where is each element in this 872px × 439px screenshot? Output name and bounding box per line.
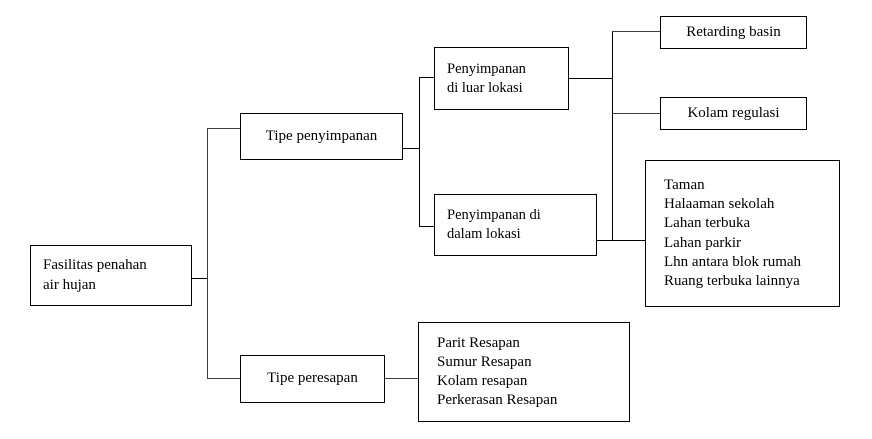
edge-penyimpanan-luar-stub — [569, 78, 613, 79]
penyimpanan-dalam-line-1: Penyimpanan di — [447, 207, 541, 224]
retarding-basin-label: Retarding basin — [686, 23, 781, 40]
tipe-peresapan-label: Tipe peresapan — [267, 370, 358, 387]
edge-trunk-level2 — [419, 77, 420, 226]
resapan-list-item: Sumur Resapan — [437, 353, 532, 370]
retarding-basin-node[interactable]: Retarding basin — [660, 16, 807, 49]
penyimpanan-luar-line-1: Penyimpanan — [447, 60, 526, 77]
root-node-line-1: Fasilitas penahan — [43, 257, 147, 274]
resapan-list-item: Parit Resapan — [437, 334, 520, 351]
taman-list-item: Lahan parkir — [664, 234, 742, 251]
resapan-list-item: Perkerasan Resapan — [437, 392, 558, 409]
edge-to-kolam-regulasi — [612, 113, 661, 114]
kolam-regulasi-label: Kolam regulasi — [687, 104, 780, 121]
taman-list-item: Taman — [664, 176, 705, 193]
penyimpanan-dalam-line-2: dalam lokasi — [447, 226, 521, 242]
resapan-list-node[interactable]: Parit Resapan Sumur Resapan Kolam resapa… — [418, 322, 630, 422]
tipe-penyimpanan-node[interactable]: Tipe penyimpanan — [240, 113, 403, 160]
resapan-list-item: Kolam resapan — [437, 373, 528, 389]
penyimpanan-di-dalam-lokasi-node[interactable]: Penyimpanan di dalam lokasi — [434, 194, 597, 256]
edge-to-penyimpanan-luar — [419, 77, 435, 78]
root-node-line-2: air hujan — [43, 276, 96, 293]
tipe-peresapan-node[interactable]: Tipe peresapan — [240, 355, 385, 403]
taman-list-node[interactable]: Taman Halaaman sekolah Lahan terbuka Lah… — [645, 160, 840, 307]
edge-to-tipe-penyimpanan — [207, 128, 241, 129]
edge-trunk-level1 — [207, 128, 208, 379]
penyimpanan-di-luar-lokasi-node[interactable]: Penyimpanan di luar lokasi — [434, 47, 569, 110]
edge-to-penyimpanan-dalam — [419, 226, 435, 227]
taman-list-item: Lahan terbuka — [664, 215, 751, 232]
taman-list-item: Ruang terbuka lainnya — [664, 272, 800, 289]
edge-to-resapan-list — [385, 378, 419, 379]
root-node[interactable]: Fasilitas penahan air hujan — [30, 245, 192, 306]
taman-list-item: Halaaman sekolah — [664, 196, 775, 213]
taman-list-item: Lhn antara blok rumah — [664, 253, 802, 270]
edge-to-tipe-peresapan — [207, 378, 241, 379]
penyimpanan-luar-line-2: di luar lokasi — [447, 79, 523, 96]
edge-tipe-penyimpanan-stub — [403, 148, 420, 149]
edge-root-stub — [192, 278, 208, 279]
edge-to-retarding-basin — [612, 31, 661, 32]
edge-to-taman-list — [612, 240, 646, 241]
kolam-regulasi-node[interactable]: Kolam regulasi — [660, 97, 807, 130]
edge-trunk-level3 — [612, 31, 613, 241]
edge-penyimpanan-dalam-stub — [597, 240, 613, 241]
tipe-penyimpanan-label: Tipe penyimpanan — [265, 127, 378, 144]
